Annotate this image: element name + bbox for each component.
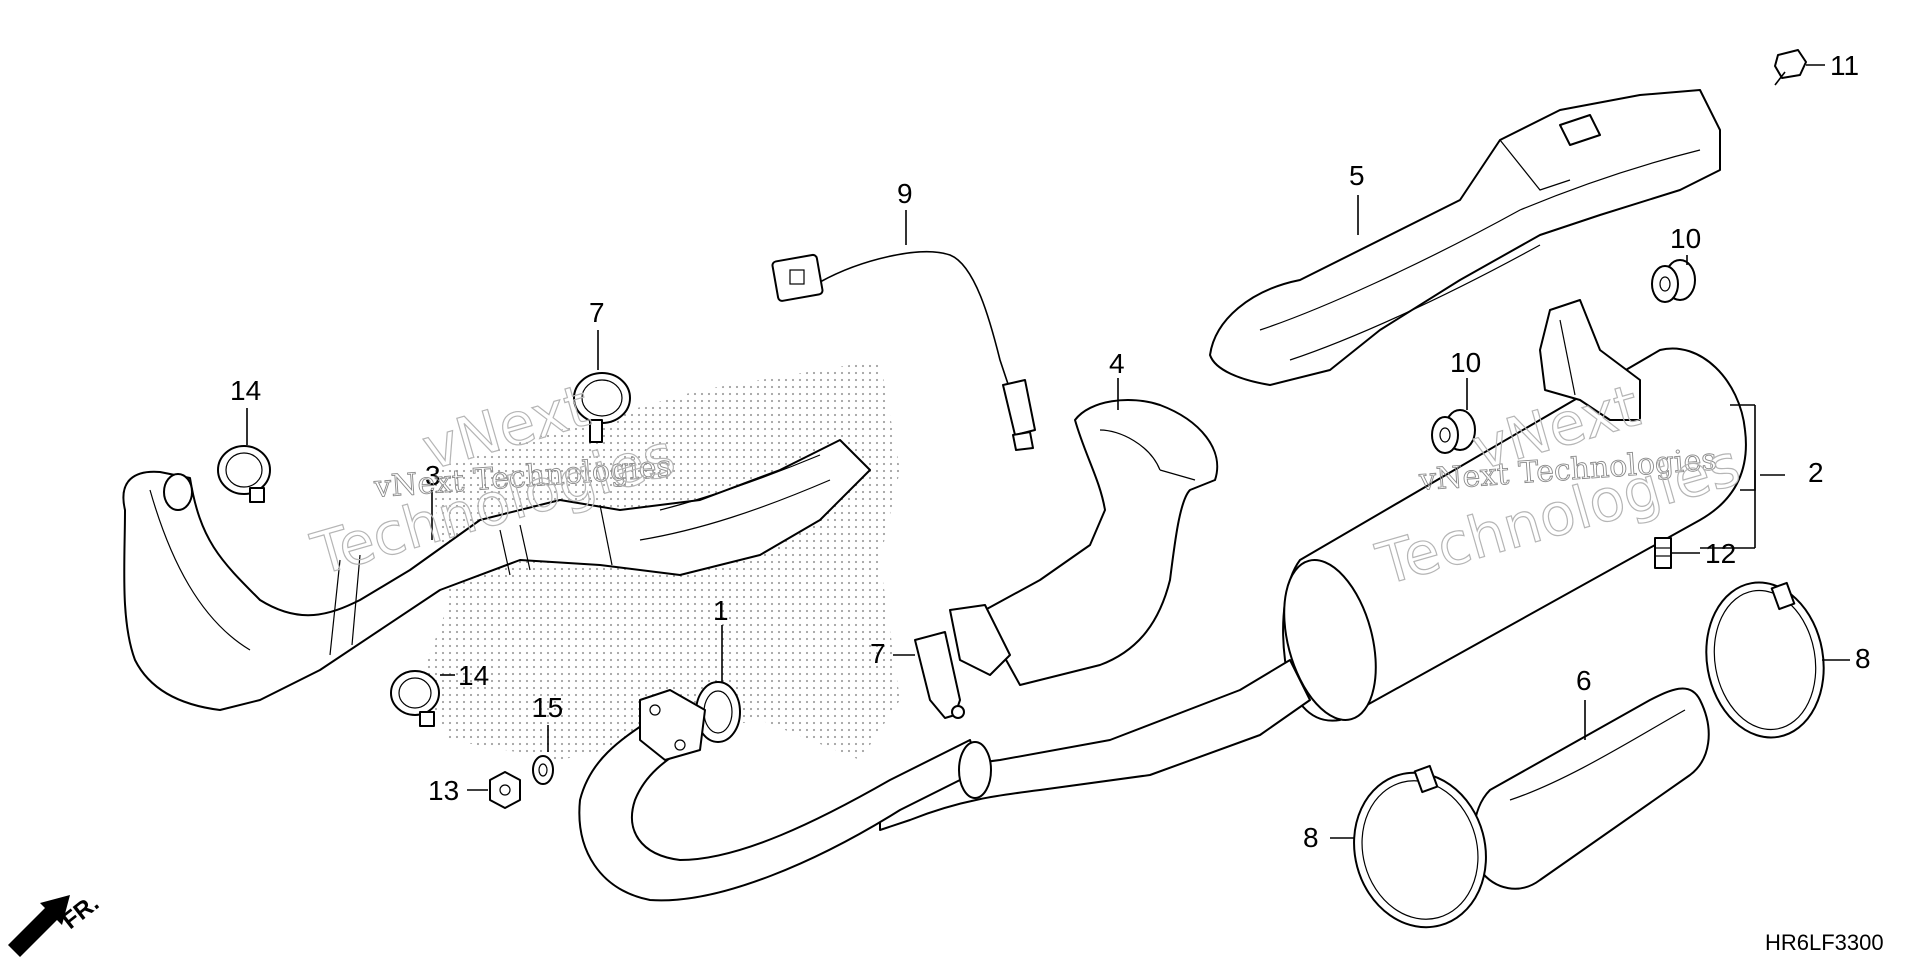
callout-6: 6 xyxy=(1576,665,1592,696)
front-label: FR. xyxy=(57,890,104,935)
part-10-grommet-upper xyxy=(1651,259,1696,303)
callout-2: 2 xyxy=(1808,457,1824,488)
callout-8-right: 8 xyxy=(1855,643,1871,674)
part-6-end-shield xyxy=(1472,687,1710,890)
callout-3: 3 xyxy=(425,460,441,491)
callout-labels: 1 2 3 4 5 6 7 7 8 8 9 10 10 11 12 13 14 … xyxy=(230,50,1871,853)
part-15-washer xyxy=(532,755,554,785)
part-10-grommet-lower xyxy=(1431,409,1476,454)
callout-10-upper: 10 xyxy=(1670,223,1701,254)
part-7-clamp-lower xyxy=(914,631,965,719)
callout-4: 4 xyxy=(1109,348,1125,379)
callout-5: 5 xyxy=(1349,160,1365,191)
callout-13: 13 xyxy=(428,775,459,806)
callout-7-lower: 7 xyxy=(870,638,886,669)
part-13-nut xyxy=(489,771,521,809)
callout-11: 11 xyxy=(1830,50,1859,81)
callout-7-upper: 7 xyxy=(589,297,605,328)
part-9-oxygen-sensor xyxy=(771,251,1036,451)
callout-10-lower: 10 xyxy=(1450,347,1481,378)
part-8-clamp-lower xyxy=(1353,764,1487,929)
part-4-heat-shield xyxy=(949,399,1219,686)
part-12-stud xyxy=(1654,537,1672,569)
part-3-exhaust-pipe xyxy=(122,439,871,711)
part-11-bolt xyxy=(1774,49,1807,86)
callout-14-lower: 14 xyxy=(458,660,489,691)
part-5-muffler-cover xyxy=(1209,89,1721,386)
mid-pipe xyxy=(578,689,992,902)
part-8-clamp-upper xyxy=(1705,581,1825,739)
callout-9: 9 xyxy=(897,178,913,209)
leader-lines xyxy=(246,64,1850,839)
front-arrow-icon xyxy=(8,895,70,957)
part-14-clamp-lower xyxy=(390,670,440,727)
part-14-clamp-upper xyxy=(217,445,271,503)
callout-14-upper: 14 xyxy=(230,375,261,406)
front-direction-indicator: FR. xyxy=(8,890,104,957)
callout-12: 12 xyxy=(1705,538,1736,569)
part-7-clamp-upper xyxy=(573,372,631,443)
callout-15: 15 xyxy=(532,692,563,723)
diagram-code: HR6LF3300 xyxy=(1765,930,1884,955)
callout-8-left: 8 xyxy=(1303,822,1319,853)
callout-1: 1 xyxy=(713,595,729,626)
